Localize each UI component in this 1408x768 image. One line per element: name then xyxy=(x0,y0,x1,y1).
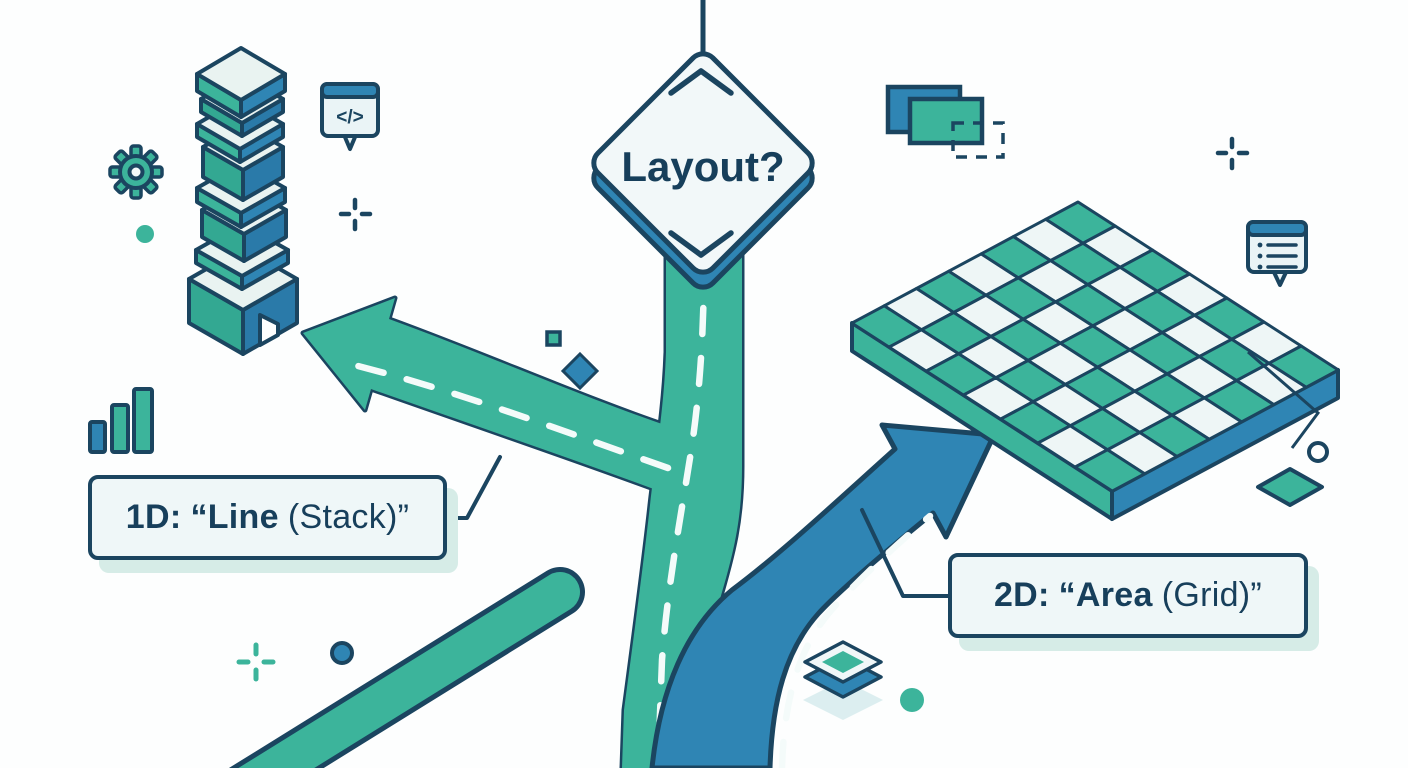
crosshair-icon xyxy=(338,197,373,232)
overlapping-rects-icon xyxy=(885,84,985,146)
label-2d-area-grid: 2D: “Area (Grid)” xyxy=(948,553,1308,638)
code-snippet-icon: </> xyxy=(320,82,380,151)
diamond-decoration xyxy=(560,351,600,391)
label-2d-quoted: “Area xyxy=(1058,576,1153,614)
decision-question: Layout? xyxy=(621,143,785,190)
selection-brackets-icon xyxy=(951,121,1005,159)
green-branch-dashes xyxy=(354,362,672,472)
blue-road xyxy=(649,422,997,768)
gear-icon xyxy=(108,144,164,200)
green-road xyxy=(300,237,745,768)
label-2d-secondary: (Grid)” xyxy=(1161,576,1263,614)
blue-road-dashes xyxy=(778,512,934,768)
dot xyxy=(330,641,354,665)
green-road-stub xyxy=(228,567,585,768)
dot xyxy=(136,225,154,243)
stack-tower-illustration xyxy=(187,46,299,356)
corner-fold xyxy=(1247,350,1321,449)
crosshair-icon xyxy=(236,642,276,682)
ring-dot xyxy=(1307,441,1329,463)
plus-icon xyxy=(1215,136,1250,171)
decision-diamond xyxy=(591,0,815,290)
rhombus-decoration xyxy=(1256,467,1324,507)
dot xyxy=(900,688,924,712)
layers-icon xyxy=(803,640,883,720)
label-1d-secondary: (Stack)” xyxy=(287,498,410,536)
svg-text:</>: </> xyxy=(336,107,363,128)
connector-right xyxy=(860,508,950,598)
green-road-dashes xyxy=(654,254,708,768)
chevron-up-icon xyxy=(668,68,734,96)
grid-board-illustration xyxy=(850,200,1340,521)
bar-chart-icon xyxy=(88,387,154,454)
label-2d-prefix: 2D: xyxy=(993,576,1050,614)
list-bubble-icon xyxy=(1246,220,1308,287)
chevron-down-icon xyxy=(668,230,734,258)
label-1d-line-stack: 1D: “Line (Stack)” xyxy=(88,475,447,560)
square-decoration xyxy=(545,330,562,347)
label-1d-prefix: 1D: xyxy=(125,498,182,536)
connector-left xyxy=(445,455,502,520)
label-1d-quoted: “Line xyxy=(190,498,279,536)
